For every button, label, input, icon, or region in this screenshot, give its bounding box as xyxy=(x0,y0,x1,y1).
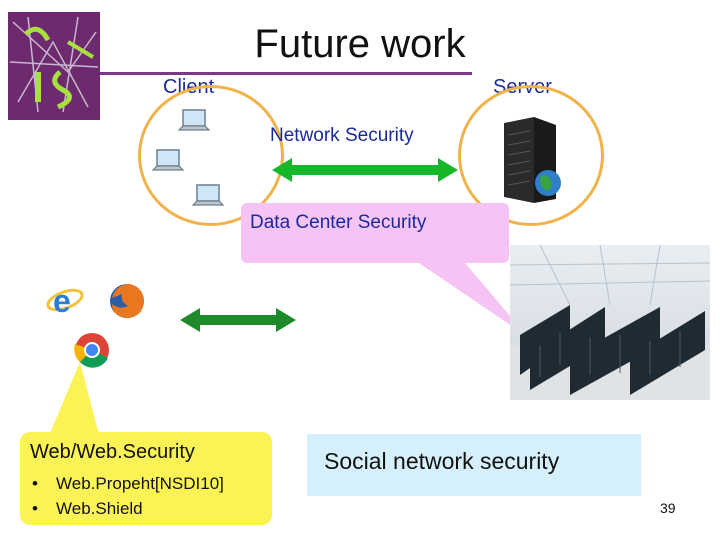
bullet-dot: • xyxy=(32,474,38,493)
laptop-icon xyxy=(178,109,210,131)
logo-emblem xyxy=(8,12,100,120)
web-security-title: Web/Web.Security xyxy=(30,441,195,463)
logo-underline xyxy=(100,72,472,75)
server-oval xyxy=(458,85,604,226)
callout-tail xyxy=(48,362,100,438)
page-number: 39 xyxy=(660,500,676,516)
network-security-arrow xyxy=(272,158,458,182)
server-tower-icon xyxy=(504,117,561,203)
social-network-label: Social network security xyxy=(324,448,560,474)
web-security-callout xyxy=(20,432,272,525)
ie-browser-icon: e xyxy=(46,283,84,318)
page-title: Future work xyxy=(254,22,466,66)
web-security-arrow xyxy=(180,308,296,332)
network-security-label: Network Security xyxy=(270,125,414,146)
svg-text:e: e xyxy=(53,283,71,318)
chrome-browser-icon xyxy=(74,333,109,368)
data-center-bubble xyxy=(241,203,509,263)
firefox-browser-icon xyxy=(110,284,144,318)
data-center-photo xyxy=(510,245,710,400)
bullet-text: Web.Shield xyxy=(56,499,143,518)
logo xyxy=(8,12,100,120)
client-oval xyxy=(138,85,284,226)
laptop-icon xyxy=(152,149,184,171)
bullet-dot: • xyxy=(32,499,38,518)
bullet-item: • Web.Shield xyxy=(32,499,143,519)
bullet-item: • Web.Propeht[NSDI10] xyxy=(32,474,224,494)
bullet-text: Web.Propeht[NSDI10] xyxy=(56,474,224,493)
speech-bubble-tail xyxy=(410,257,528,337)
social-network-box xyxy=(307,434,641,496)
data-center-security-label: Data Center Security xyxy=(250,212,427,233)
laptop-icon xyxy=(192,184,224,206)
